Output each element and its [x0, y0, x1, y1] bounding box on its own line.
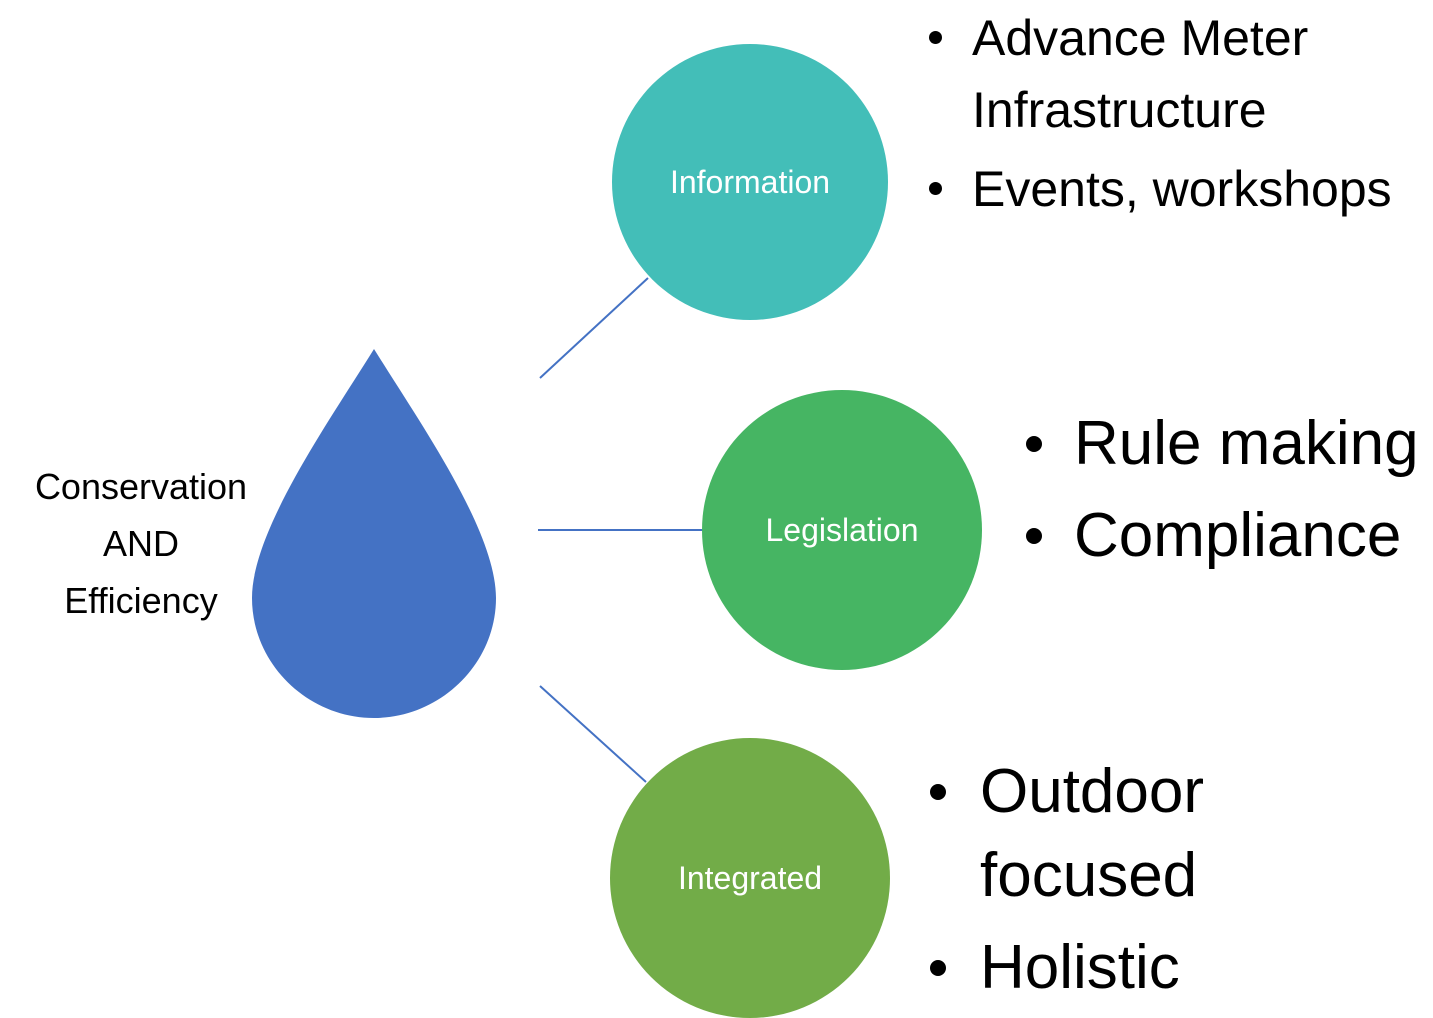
node-circle-integrated [610, 738, 890, 1018]
water-drop-icon [252, 349, 496, 718]
bullet-item: Rule making [1026, 402, 1433, 486]
node-label-information: Information [669, 164, 831, 200]
bullet-list-legislation: Rule making Compliance [1026, 402, 1433, 586]
bullet-list-information: Advance Meter Infrastructure Events, wor… [929, 2, 1412, 232]
center-label-line-3: Efficiency [64, 580, 218, 621]
node-circle-legislation [702, 390, 982, 670]
bullet-list-integrated: Outdoor focused Holistic [930, 750, 1420, 1018]
connector-information [539, 277, 649, 379]
bullet-item: Events, workshops [929, 153, 1412, 225]
node-label-legislation: Legislation [765, 512, 919, 548]
connector-integrated [539, 685, 647, 783]
bullet-item: Compliance [1026, 494, 1433, 578]
node-label-integrated: Integrated [677, 860, 823, 896]
node-circle-information [612, 44, 888, 320]
center-label: Conservation AND Efficiency [0, 458, 282, 629]
bullet-item: Advance Meter Infrastructure [929, 2, 1412, 146]
bullet-item: Outdoor focused [930, 750, 1420, 918]
bullet-item: Holistic [930, 926, 1420, 1010]
center-label-line-2: AND [102, 523, 179, 564]
center-label-line-1: Conservation [34, 466, 248, 507]
